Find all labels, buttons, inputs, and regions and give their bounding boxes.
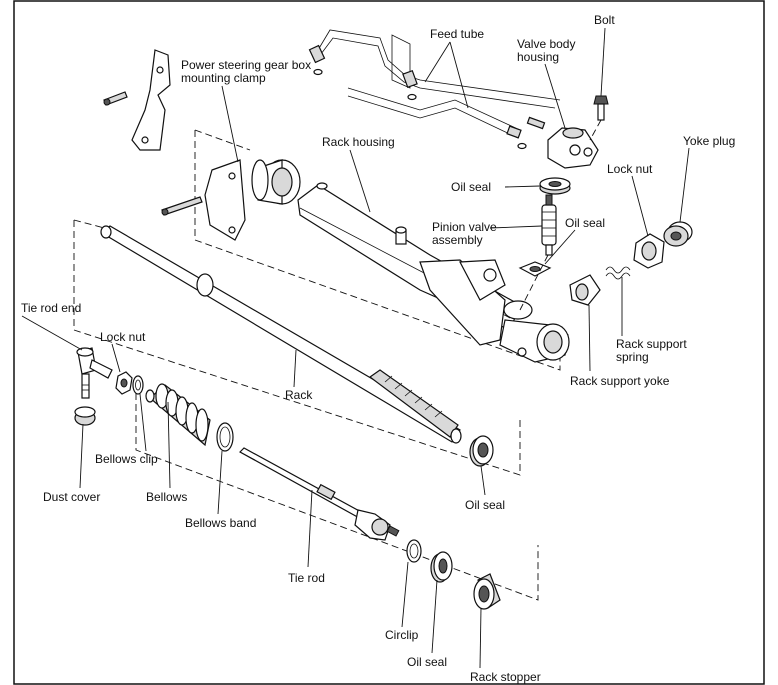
label-bolt: Bolt bbox=[594, 13, 615, 27]
label-feed-tube: Feed tube bbox=[430, 27, 484, 41]
yoke-plug-part bbox=[663, 221, 693, 247]
tie-rod-end-part bbox=[76, 347, 113, 399]
label-circlip: Circlip bbox=[385, 628, 419, 642]
rack-housing bbox=[297, 182, 570, 363]
oil-seal-mid-part bbox=[518, 254, 552, 311]
leader-lines bbox=[21, 27, 690, 669]
label-valve-body-housing-line1: Valve body bbox=[517, 37, 575, 51]
label-pinion-valve-line2: assembly bbox=[432, 233, 483, 247]
bellows-clip-part bbox=[132, 375, 144, 395]
label-dust-cover: Dust cover bbox=[43, 490, 100, 504]
rack-part bbox=[100, 225, 462, 444]
upper-group-outline-top bbox=[194, 129, 251, 151]
bolt bbox=[589, 95, 609, 141]
label-oil-seal-bottom: Oil seal bbox=[407, 655, 447, 669]
rack-support-yoke-part bbox=[569, 274, 601, 306]
middle-group-outline-top bbox=[73, 219, 113, 231]
mounting-clamp-bracket bbox=[103, 49, 171, 151]
label-valve-body-housing-line2: housing bbox=[517, 50, 559, 64]
label-oil-seal-mid: Oil seal bbox=[565, 216, 605, 230]
label-bellows: Bellows bbox=[146, 490, 187, 504]
label-lock-nut-right: Lock nut bbox=[607, 162, 653, 176]
label-rack-support-yoke: Rack support yoke bbox=[570, 374, 670, 388]
pinion-valve-assembly bbox=[541, 194, 557, 256]
label-rack-stopper: Rack stopper bbox=[470, 670, 541, 684]
diagram-frame bbox=[13, 0, 765, 685]
dust-cover-part bbox=[74, 406, 96, 426]
lock-nut-right-part bbox=[633, 233, 665, 269]
label-rack-housing: Rack housing bbox=[322, 135, 395, 149]
feed-tube bbox=[308, 29, 561, 150]
label-pinion-valve-line1: Pinion valve bbox=[432, 220, 497, 234]
label-bellows-clip: Bellows clip bbox=[95, 452, 158, 466]
rack-stopper-part bbox=[473, 573, 501, 610]
circlip-part bbox=[406, 539, 422, 563]
bellows-band-part bbox=[216, 422, 234, 452]
tie-rod-part bbox=[239, 447, 400, 541]
middle-group-outline bbox=[73, 220, 521, 476]
label-ps-clamp-line2: mounting clamp bbox=[181, 71, 266, 85]
label-rack-support-spring-line2: spring bbox=[616, 350, 649, 364]
rack-support-spring-part bbox=[605, 266, 631, 280]
label-bellows-band: Bellows band bbox=[185, 516, 256, 530]
label-lock-nut-left: Lock nut bbox=[100, 330, 146, 344]
label-rack-support-spring-line1: Rack support bbox=[616, 337, 687, 351]
oil-seal-right-part bbox=[469, 435, 494, 467]
label-ps-clamp-line1: Power steering gear box bbox=[181, 58, 311, 72]
oil-seal-upper-part bbox=[539, 177, 571, 195]
label-rack: Rack bbox=[285, 388, 313, 402]
label-oil-seal-upper: Oil seal bbox=[451, 180, 491, 194]
valve-body-housing bbox=[526, 116, 599, 169]
mounting-clamp bbox=[161, 159, 301, 241]
label-tie-rod: Tie rod bbox=[288, 571, 325, 585]
label-oil-seal-right: Oil seal bbox=[465, 498, 505, 512]
oil-seal-bottom-part bbox=[430, 551, 453, 583]
bellows-part bbox=[145, 383, 211, 447]
lock-nut-left-part bbox=[115, 371, 133, 395]
label-yoke-plug: Yoke plug bbox=[683, 134, 735, 148]
lower-group-outline bbox=[135, 382, 539, 601]
label-tie-rod-end: Tie rod end bbox=[21, 301, 81, 315]
